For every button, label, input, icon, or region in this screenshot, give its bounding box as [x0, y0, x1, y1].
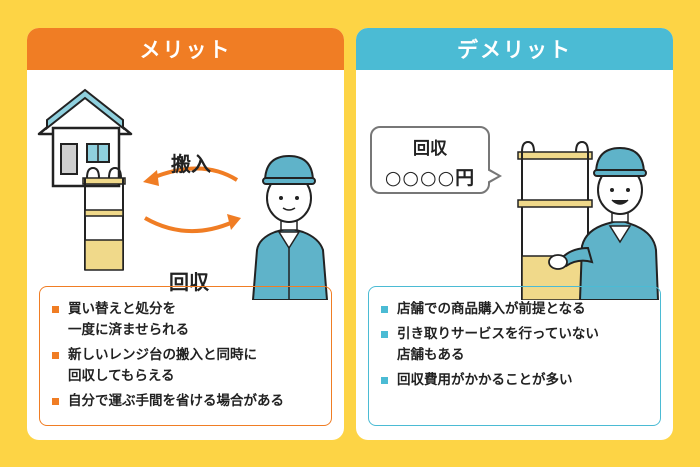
bullet-icon: [381, 306, 388, 313]
flow-label-delivery: 搬入: [171, 152, 211, 176]
rack-icon: [82, 166, 126, 271]
demerit-header: デメリット: [356, 28, 673, 70]
bullet-icon: [381, 331, 388, 338]
arrow-right-icon: [144, 214, 241, 233]
merit-item-3-line-1: 自分で運ぶ手間を省ける場合がある: [68, 393, 284, 409]
list-item: 買い替えと処分を 一度に済ませられる: [52, 299, 321, 341]
list-item: 回収費用がかかることが多い: [381, 370, 650, 391]
demerit-title: デメリット: [457, 38, 572, 62]
merit-illustration: 搬入 回収: [27, 70, 344, 300]
merit-item-1-line-2: 一度に済ませられる: [68, 322, 190, 338]
bullet-icon: [52, 352, 59, 359]
list-item: 自分で運ぶ手間を省ける場合がある: [52, 391, 321, 412]
worker-icon: [251, 154, 329, 300]
demerit-panel: デメリット: [356, 28, 673, 440]
bubble-label: 回収: [413, 139, 447, 159]
bullet-icon: [52, 398, 59, 405]
merit-title: メリット: [139, 38, 232, 62]
demerit-list: 店舗での商品購入が前提となる 引き取りサービスを行っていない 店舗もある 回収費…: [368, 286, 661, 426]
merit-item-2-line-1: 新しいレンジ台の搬入と同時に: [68, 347, 257, 363]
price-speech-bubble: 回収 ○○○○円: [370, 126, 490, 194]
bullet-icon: [381, 377, 388, 384]
merit-item-2-line-2: 回収してもらえる: [68, 368, 175, 384]
house-icon: [37, 88, 133, 188]
worker-icon: [548, 146, 660, 300]
flow-label-collection: 回収: [169, 270, 209, 294]
demerit-item-3-line-1: 回収費用がかかることが多い: [397, 372, 573, 388]
merit-list: 買い替えと処分を 一度に済ませられる 新しいレンジ台の搬入と同時に 回収してもら…: [39, 286, 332, 426]
demerit-item-1-line-1: 店舗での商品購入が前提となる: [397, 301, 586, 317]
merit-header: メリット: [27, 28, 344, 70]
bullet-icon: [52, 306, 59, 313]
speech-bubble-tail-inner: [487, 170, 498, 182]
merit-item-1-line-1: 買い替えと処分を: [68, 301, 176, 317]
bubble-price: ○○○○円: [384, 167, 476, 189]
demerit-item-2-line-2: 店舗もある: [397, 347, 465, 363]
demerit-illustration: 回収 ○○○○円: [356, 70, 673, 300]
arrow-left-icon: [143, 166, 239, 186]
merit-panel: メリット: [27, 28, 344, 440]
list-item: 店舗での商品購入が前提となる: [381, 299, 650, 320]
list-item: 引き取りサービスを行っていない 店舗もある: [381, 324, 650, 366]
demerit-item-2-line-1: 引き取りサービスを行っていない: [397, 326, 599, 342]
list-item: 新しいレンジ台の搬入と同時に 回収してもらえる: [52, 345, 321, 387]
